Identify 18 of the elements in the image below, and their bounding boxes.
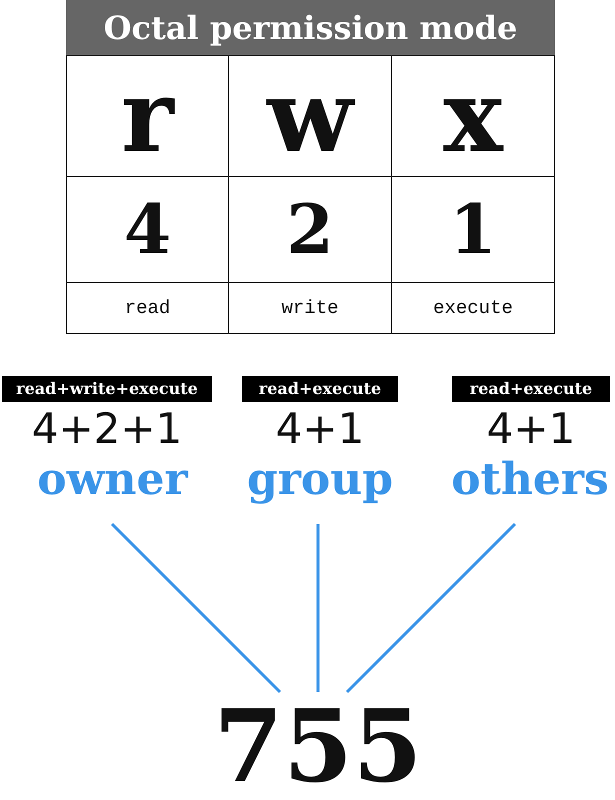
permission-letter: x [391, 55, 555, 177]
octal-sum: 4+1 [274, 404, 366, 454]
permission-tag: read+execute [452, 376, 610, 402]
octal-sum: 4+1 [486, 404, 576, 454]
user-class-label: group [240, 458, 400, 524]
table-title: Octal permission mode [66, 0, 555, 56]
octal-sum: 4+2+1 [30, 404, 184, 454]
permission-tag: read+execute [242, 376, 398, 402]
permission-name: read [66, 282, 229, 334]
user-class-label: owner [20, 458, 205, 524]
permission-tag: read+write+execute [2, 376, 212, 402]
octal-mode-number: 755 [208, 692, 428, 800]
permission-letter: r [66, 55, 229, 177]
connector-line [316, 524, 320, 692]
connector-line [110, 522, 282, 694]
user-class-label: others [445, 458, 615, 524]
connector-line [346, 522, 516, 694]
permission-name: execute [391, 282, 555, 334]
